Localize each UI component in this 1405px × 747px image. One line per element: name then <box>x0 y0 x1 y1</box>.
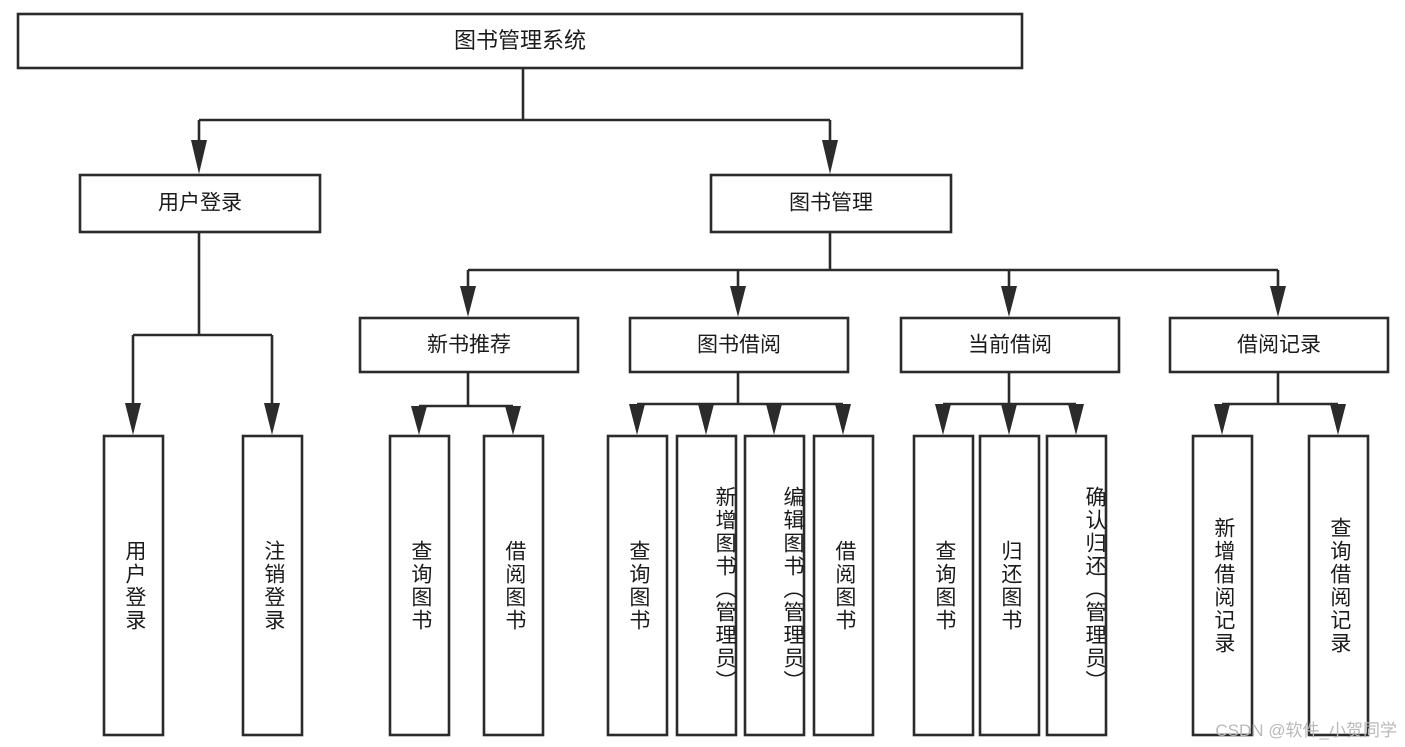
node-layer: 图书管理系统 用户登录 图书管理 新书推荐 图书借阅 当前借阅 借阅记录 <box>16 12 1390 737</box>
node-box-leaf-book-borrow-1[interactable] <box>606 434 669 737</box>
node-box-user-login[interactable] <box>78 173 322 234</box>
node-box-current-borrow[interactable] <box>899 316 1121 374</box>
node-box-leaf-user-login-2[interactable] <box>241 434 304 737</box>
arrow-new-book-leaf-1 <box>411 406 427 435</box>
arrow-new-book-leaf-2 <box>505 406 521 435</box>
arrow-book-borrow-leaf-1 <box>629 404 645 435</box>
node-label-book-manage: 图书管理 <box>789 192 873 215</box>
arrow-to-borrow-record <box>1270 286 1286 317</box>
arrow-to-current-borrow <box>1001 286 1017 317</box>
node-label-current-borrow: 当前借阅 <box>968 334 1052 357</box>
node-box-root[interactable] <box>16 12 1024 70</box>
node-box-leaf-current-borrow-1[interactable] <box>912 434 975 737</box>
arrow-user-login-leaf-1 <box>125 403 141 435</box>
node-label-book-borrow: 图书借阅 <box>697 334 781 357</box>
arrow-current-borrow-leaf-3 <box>1068 404 1084 435</box>
node-box-leaf-new-book-1[interactable] <box>388 434 451 737</box>
arrow-borrow-record-leaf-2 <box>1330 404 1346 435</box>
node-box-leaf-book-borrow-4[interactable] <box>812 434 875 737</box>
node-box-book-manage[interactable] <box>709 173 953 234</box>
arrow-root-to-user-login <box>191 140 207 174</box>
node-box-leaf-book-borrow-2[interactable] <box>675 434 738 737</box>
node-box-leaf-new-book-2[interactable] <box>482 434 545 737</box>
node-box-leaf-borrow-record-2[interactable] <box>1307 434 1370 737</box>
arrow-book-borrow-leaf-2 <box>698 404 714 435</box>
csdn-watermark: CSDN @软件_小贺同学 <box>1215 721 1397 740</box>
node-box-borrow-record[interactable] <box>1168 316 1390 374</box>
arrow-root-to-book-manage <box>822 140 838 174</box>
arrow-to-new-book-recommend <box>460 286 476 317</box>
arrow-to-book-borrow <box>730 286 746 317</box>
node-box-leaf-book-borrow-3[interactable] <box>743 434 806 737</box>
arrow-book-borrow-leaf-3 <box>766 404 782 435</box>
arrow-user-login-leaf-2 <box>264 403 280 435</box>
node-label-borrow-record: 借阅记录 <box>1237 334 1321 357</box>
node-box-leaf-current-borrow-2[interactable] <box>978 434 1041 737</box>
node-label-new-book-recommend: 新书推荐 <box>427 334 511 357</box>
arrow-current-borrow-leaf-1 <box>935 404 951 435</box>
arrow-book-borrow-leaf-4 <box>835 404 851 435</box>
node-box-book-borrow[interactable] <box>628 316 850 374</box>
connector-layer <box>125 68 1346 435</box>
node-box-leaf-user-login-1[interactable] <box>102 434 165 737</box>
node-box-leaf-borrow-record-1[interactable] <box>1191 434 1254 737</box>
node-label-root: 图书管理系统 <box>454 28 586 53</box>
node-box-leaf-current-borrow-3[interactable] <box>1045 434 1108 737</box>
node-label-user-login: 用户登录 <box>158 192 242 215</box>
node-box-new-book-recommend[interactable] <box>358 316 580 374</box>
arrow-current-borrow-leaf-2 <box>1001 404 1017 435</box>
arrow-borrow-record-leaf-1 <box>1214 404 1230 435</box>
